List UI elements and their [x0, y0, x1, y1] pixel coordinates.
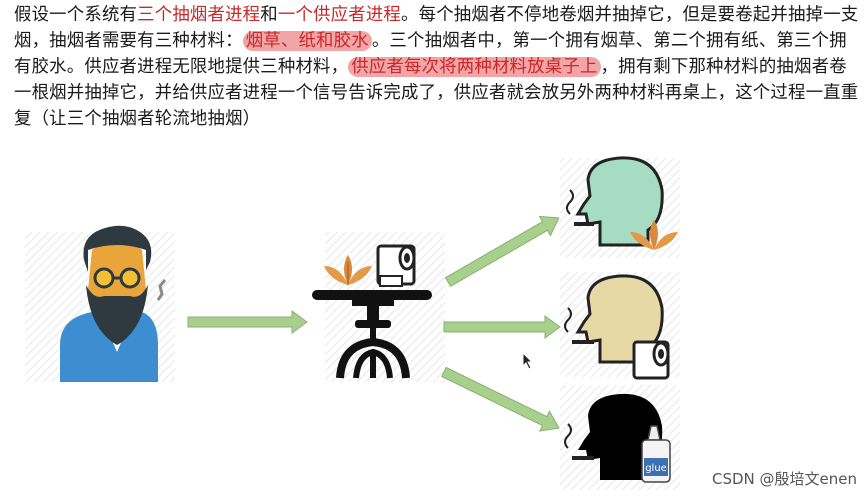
description-paragraph: 假设一个系统有三个抽烟者进程和一个供应者进程。每个抽烟者不停地卷烟并抽掉它，但是… — [14, 2, 860, 132]
glue-label: glue — [645, 463, 667, 474]
paper-roll-icon — [632, 340, 670, 380]
mouse-cursor-icon — [522, 352, 534, 370]
arrow-table-to-smoker1 — [444, 215, 560, 288]
paper-roll-icon — [376, 244, 416, 287]
tobacco-leaf-icon — [324, 255, 372, 285]
supplier-icon — [25, 225, 175, 382]
highlighted-text: 供应者每次将两种材料放桌子上 — [348, 57, 601, 77]
highlighted-text: 烟草、纸和胶水 — [242, 31, 372, 51]
arrow-table-to-smoker3 — [441, 366, 560, 432]
paragraph-text: 。三个抽烟者中，第一个拥有烟草、第二个拥有纸、第三个拥有胶水。供应者进程无限地提… — [14, 31, 847, 77]
paragraph-text: 和 — [260, 5, 278, 25]
paragraph-text: ，拥有剩下那种材料的抽烟者卷一根烟并抽掉它，并给供应者进程一个信号告诉完成了，供… — [14, 57, 859, 129]
glue-bottle-icon: glue — [641, 425, 671, 483]
red-text: 三个抽烟者进程 — [137, 5, 261, 25]
smoker-2-icon — [560, 272, 680, 377]
csdn-watermark: CSDN @殷培文enen — [711, 470, 857, 488]
arrow-table-to-smoker2 — [443, 315, 561, 339]
paragraph-text: 假设一个系统有 — [14, 5, 138, 25]
paragraph-text: 。每个抽烟者不停地卷烟并抽掉它，但是要卷起并抽掉一支烟，抽烟者需要有三种材料： — [14, 5, 859, 51]
arrow-supplier-to-table — [187, 310, 308, 334]
tobacco-leaf-icon — [630, 220, 678, 250]
red-text: 一个供应者进程 — [277, 5, 402, 25]
